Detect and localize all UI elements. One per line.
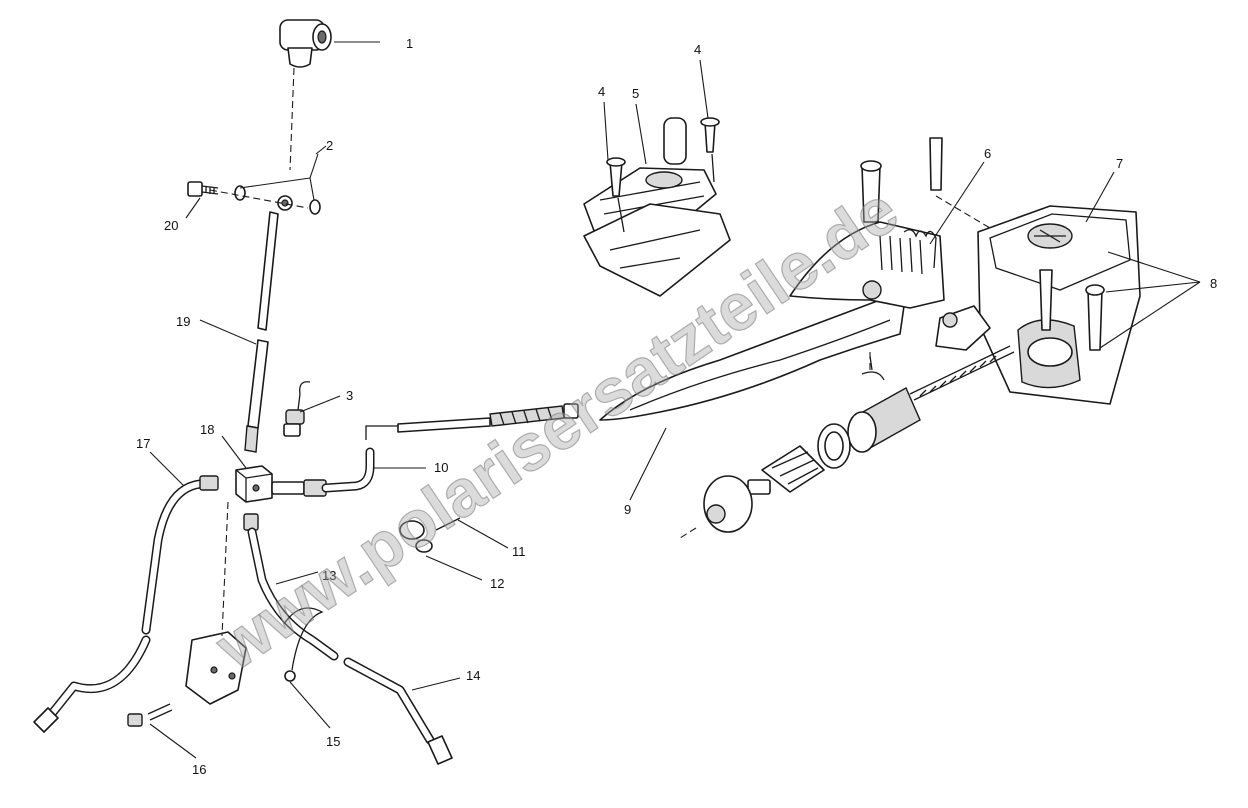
callout-16: 16	[192, 762, 206, 777]
callout-19: 19	[176, 314, 190, 329]
callout-3: 3	[346, 388, 353, 403]
part-brake-lever	[599, 221, 945, 421]
callout-15: 15	[326, 734, 340, 749]
leader-lines	[149, 41, 1201, 759]
callout-17: 17	[136, 436, 150, 451]
part-tee-fitting	[279, 19, 332, 68]
callout-4a: 4	[598, 84, 605, 99]
callout-6: 6	[984, 146, 991, 161]
part-mount-plate	[127, 631, 247, 727]
part-clip	[399, 517, 461, 553]
part-clamp-bolts	[935, 269, 1105, 351]
callout-labels: 1 2 3 4 4 5 6 7 8 9 10 11 12 13 14 15 16…	[136, 36, 1217, 777]
part-screws	[606, 117, 720, 233]
callout-5: 5	[632, 86, 639, 101]
callout-7: 7	[1116, 156, 1123, 171]
part-master-cylinder	[977, 205, 1141, 405]
part-upper-brake-line	[244, 211, 279, 453]
callout-10: 10	[434, 460, 448, 475]
part-brake-line-10	[271, 447, 375, 497]
callout-2: 2	[326, 138, 333, 153]
callout-20: 20	[164, 218, 178, 233]
part-banjo-bolt	[187, 181, 219, 197]
callout-12: 12	[490, 576, 504, 591]
callout-1: 1	[406, 36, 413, 51]
part-washers-banjo	[234, 185, 321, 215]
part-spring	[903, 229, 937, 269]
part-piston-assembly	[679, 345, 1015, 539]
part-brake-switch	[283, 381, 311, 437]
part-left-hose	[33, 475, 219, 733]
callout-9: 9	[624, 502, 631, 517]
callout-8: 8	[1210, 276, 1217, 291]
assembly-line-tee	[289, 67, 295, 171]
callout-18: 18	[200, 422, 214, 437]
callout-11: 11	[512, 544, 526, 559]
part-junction-block	[235, 465, 273, 503]
part-push-rod	[397, 403, 579, 433]
watermark-text: www.polarisersatzteile.de	[202, 172, 911, 684]
part-lower-hose	[243, 513, 453, 765]
callout-14: 14	[466, 668, 480, 683]
callout-13: 13	[322, 568, 336, 583]
part-pins	[860, 137, 991, 229]
callout-4b: 4	[694, 42, 701, 57]
part-hose-clamp	[283, 607, 324, 682]
